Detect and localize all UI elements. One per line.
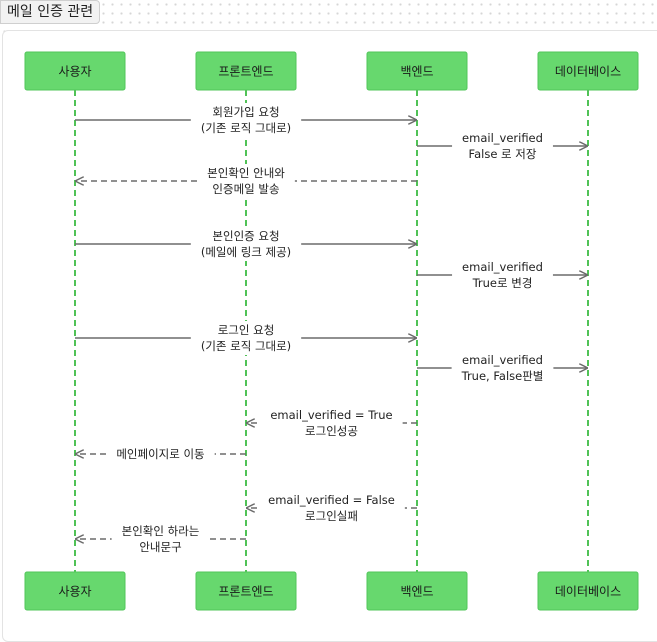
actor-label: 백엔드 <box>400 65 433 79</box>
message-label-background <box>190 103 302 137</box>
message-6: 로그인 요청 (기존 로직 그대로) <box>75 321 416 355</box>
actor-label: 데이터베이스 <box>555 585 621 599</box>
actor-box-shape <box>366 51 468 91</box>
actor-box-top-3[interactable]: 백엔드 <box>366 51 468 91</box>
message-label: 회원가입 요청 <box>212 105 279 119</box>
actor-box-bottom-3[interactable]: 백엔드 <box>366 571 468 611</box>
message-label: (기존 로직 그대로) <box>201 121 291 135</box>
message-label: 본인인증 요청 <box>212 229 279 243</box>
message-label-background <box>451 351 554 385</box>
message-label: (기존 로직 그대로) <box>201 339 291 353</box>
message-label: True, False판별 <box>461 369 544 383</box>
actor-box-shape <box>537 571 639 611</box>
actor-box-bottom-4[interactable]: 데이터베이스 <box>537 571 639 611</box>
message-label-background <box>106 445 215 463</box>
message-label: email_verified <box>462 353 543 367</box>
actor-box-top-2[interactable]: 프론트엔드 <box>195 51 297 91</box>
actor-box-shape <box>537 51 639 91</box>
page-title-tab[interactable]: 메일 인증 관련 <box>0 0 101 24</box>
message-10: email_verified = False 로그인실패 <box>247 491 417 525</box>
message-label-background <box>111 522 210 556</box>
message-label: 인증메일 발송 <box>212 182 279 196</box>
message-label-background <box>190 321 302 355</box>
message-label-background <box>197 164 295 198</box>
message-1: 회원가입 요청 (기존 로직 그대로) <box>75 103 416 137</box>
actor-label: 사용자 <box>58 585 91 599</box>
actor-label: 데이터베이스 <box>555 65 621 79</box>
actor-box-shape <box>24 571 126 611</box>
message-label-background <box>190 227 302 261</box>
message-label: 로그인실패 <box>305 509 358 523</box>
message-label: (메일에 링크 제공) <box>201 245 291 259</box>
actor-box-shape <box>195 51 297 91</box>
message-label-background <box>452 129 553 163</box>
message-label-background <box>260 406 403 440</box>
message-label: email_verified <box>462 131 543 145</box>
message-label: 메인페이지로 이동 <box>116 447 204 461</box>
message-label: 본인확인 하라는 <box>122 524 200 538</box>
message-label-background <box>452 258 553 292</box>
message-label: False 로 저장 <box>469 147 537 161</box>
actor-box-bottom-2[interactable]: 프론트엔드 <box>195 571 297 611</box>
actor-label: 사용자 <box>58 65 91 79</box>
message-label: 본인확인 안내와 <box>207 166 285 180</box>
actor-label: 프론트엔드 <box>218 65 273 79</box>
message-label: 안내문구 <box>139 540 181 554</box>
actor-box-shape <box>24 51 126 91</box>
message-label: email_verified = True <box>270 408 392 422</box>
actor-box-shape <box>366 571 468 611</box>
actor-box-top-4[interactable]: 데이터베이스 <box>537 51 639 91</box>
message-9: 메인페이지로 이동 <box>76 445 246 463</box>
message-8: email_verified = True 로그인성공 <box>247 406 417 440</box>
message-label: 로그인성공 <box>305 424 358 438</box>
actor-box-top-1[interactable]: 사용자 <box>24 51 126 91</box>
actor-label: 프론트엔드 <box>218 585 273 599</box>
message-label: True로 변경 <box>472 276 533 290</box>
message-label: 로그인 요청 <box>218 323 275 337</box>
actor-box-shape <box>195 571 297 611</box>
message-label: email_verified = False <box>268 493 395 507</box>
actor-box-bottom-1[interactable]: 사용자 <box>24 571 126 611</box>
message-label-background <box>258 491 405 525</box>
message-4: 본인인증 요청 (메일에 링크 제공) <box>75 227 416 261</box>
actor-label: 백엔드 <box>400 585 433 599</box>
message-label: email_verified <box>462 260 543 274</box>
